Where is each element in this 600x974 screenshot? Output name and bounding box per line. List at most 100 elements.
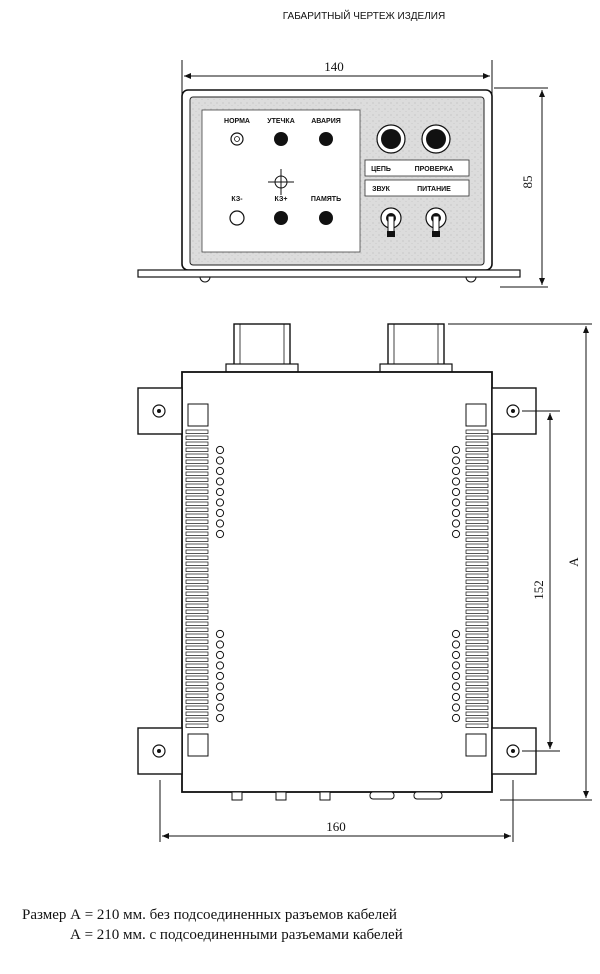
fin <box>185 645 209 650</box>
vent-hole <box>215 529 225 539</box>
fin <box>185 567 209 572</box>
vent-hole <box>451 508 461 518</box>
utechka-indicator <box>274 132 288 146</box>
vent-hole <box>451 671 461 681</box>
pitanie-toggle-switch[interactable] <box>425 207 447 237</box>
size-note-line-1: Размер А = 210 мм. без подсоединенных ра… <box>22 907 397 923</box>
fin <box>465 663 489 668</box>
fin <box>465 555 489 560</box>
fin <box>465 531 489 536</box>
front-height-dimension: 85 <box>520 176 535 189</box>
fin <box>465 453 489 458</box>
fin <box>465 579 489 584</box>
pamyat-indicator <box>319 211 333 225</box>
fin <box>465 501 489 506</box>
fin <box>465 471 489 476</box>
front-width-dimension: 140 <box>324 59 344 74</box>
fin <box>185 471 209 476</box>
vent-hole <box>451 713 461 723</box>
fin <box>465 651 489 656</box>
fin <box>465 711 489 716</box>
vent-hole <box>215 703 225 712</box>
fin <box>185 579 209 584</box>
fin <box>465 723 489 728</box>
fin <box>185 477 209 482</box>
fin <box>185 717 209 722</box>
fin <box>465 459 489 464</box>
bottom-connectors <box>231 791 443 801</box>
vent-holes-left <box>215 445 225 723</box>
vent-hole <box>215 682 225 691</box>
fin <box>185 639 209 644</box>
top-view: 160 152 A <box>137 323 592 842</box>
connector-right <box>421 124 451 154</box>
fin <box>465 693 489 698</box>
fin <box>185 627 209 632</box>
kz-minus-indicator <box>229 210 245 226</box>
fin <box>185 459 209 464</box>
fin <box>185 447 209 452</box>
vent-hole <box>215 498 225 507</box>
fin <box>185 669 209 674</box>
vent-hole <box>451 466 461 476</box>
fin <box>185 513 209 518</box>
fin <box>465 543 489 548</box>
fin <box>465 561 489 566</box>
vent-hole <box>451 487 461 497</box>
vent-hole <box>451 661 461 670</box>
fin <box>185 435 209 440</box>
fin <box>465 519 489 524</box>
fin <box>185 465 209 470</box>
vent-hole <box>215 671 225 681</box>
fin <box>465 549 489 554</box>
fin <box>465 705 489 710</box>
mount-ear-bottom-left <box>137 727 183 775</box>
fin <box>185 603 209 608</box>
vent-hole <box>215 692 225 702</box>
vent-hole <box>451 682 461 691</box>
top-connector-right <box>379 323 453 373</box>
fin <box>185 705 209 710</box>
label-pitanie: ПИТАНИЕ <box>417 186 451 193</box>
fin <box>465 687 489 692</box>
fin <box>185 507 209 512</box>
fin <box>465 681 489 686</box>
norma-indicator <box>230 132 244 146</box>
fin <box>185 663 209 668</box>
fin <box>465 429 489 434</box>
fin <box>465 639 489 644</box>
vent-hole <box>215 650 225 660</box>
vent-hole <box>451 650 461 660</box>
fin <box>185 615 209 620</box>
mount-spacing-dimension: 152 <box>531 580 546 600</box>
fin <box>185 681 209 686</box>
overall-length-dimension: A <box>566 557 581 567</box>
fin <box>185 723 209 728</box>
vent-hole <box>451 477 461 486</box>
fin <box>185 699 209 704</box>
fin <box>185 657 209 662</box>
fin <box>465 483 489 488</box>
fin <box>465 567 489 572</box>
fin <box>465 627 489 632</box>
heatsink-fins-left <box>185 429 209 728</box>
fin <box>185 495 209 500</box>
vent-hole <box>215 629 225 639</box>
fin <box>465 657 489 662</box>
avaria-indicator <box>319 132 333 146</box>
connector-left <box>376 124 406 154</box>
fin <box>465 603 489 608</box>
label-pamyat: ПАМЯТЬ <box>311 196 341 203</box>
vent-hole <box>215 487 225 497</box>
fin <box>465 633 489 638</box>
vent-hole <box>451 529 461 539</box>
fin <box>465 447 489 452</box>
fin <box>465 585 489 590</box>
top-connector-left <box>225 323 299 373</box>
fin <box>185 549 209 554</box>
fin <box>185 531 209 536</box>
fin <box>185 597 209 602</box>
fin <box>465 669 489 674</box>
zvuk-toggle-switch[interactable] <box>380 207 402 237</box>
fin <box>465 513 489 518</box>
